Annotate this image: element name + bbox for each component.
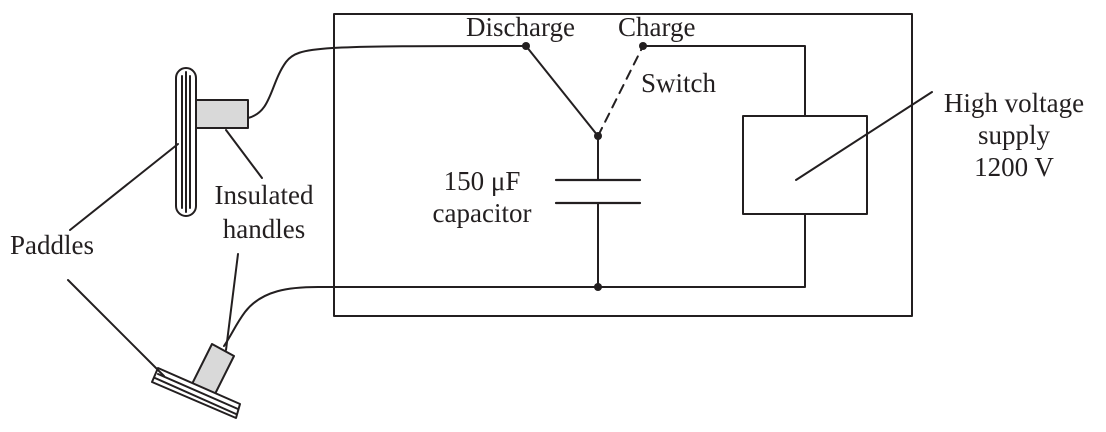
switch-label: Switch [641, 68, 717, 98]
upper-paddle [175, 67, 249, 217]
upper-paddle-cable [247, 45, 527, 119]
paddles-leader-lower [67, 279, 165, 377]
switch-charge-position [597, 45, 644, 137]
lower-paddle-ridge-2 [154, 377, 237, 415]
enclosure-box [333, 13, 913, 317]
capacitor-name-label: capacitor [432, 198, 532, 228]
paddles-leader-upper [69, 143, 179, 231]
capacitor-value-label: 150 μF [443, 166, 521, 196]
supply-label-line3: 1200 V [974, 152, 1054, 182]
charge-wire [642, 45, 806, 117]
switch-arm [525, 45, 599, 137]
insulated-handles-label-line2: handles [222, 214, 306, 244]
discharge-label: Discharge [466, 12, 575, 42]
supply-leader-line [795, 91, 933, 181]
insulated-handles-label-line1: Insulated [214, 180, 314, 210]
paddles-label: Paddles [10, 230, 94, 260]
lower-paddle [151, 343, 241, 419]
lower-paddle-cable [223, 286, 599, 347]
discharge-contact-dot [522, 42, 530, 50]
switch-pivot-dot [594, 132, 602, 140]
handles-leader-lower [225, 253, 239, 351]
lower-paddle-ridge-1 [157, 373, 239, 410]
handles-leader-upper [225, 129, 263, 179]
charge-label: Charge [618, 12, 696, 42]
upper-insulated-handle [195, 99, 249, 129]
supply-label-line1: High voltage [943, 88, 1085, 118]
high-voltage-supply-box [742, 115, 868, 215]
supply-return-wire [597, 213, 806, 288]
bottom-junction-dot [594, 283, 602, 291]
supply-label-line2: supply [977, 120, 1050, 150]
charge-contact-dot [639, 42, 647, 50]
